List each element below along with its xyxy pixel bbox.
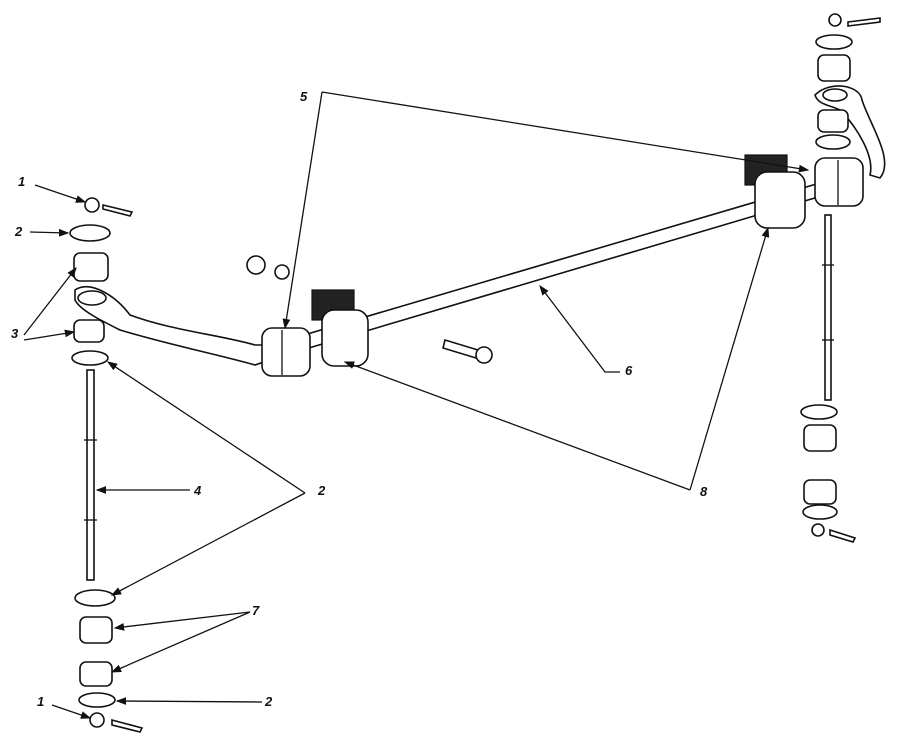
left-link-rod	[84, 369, 97, 581]
label-1-bottom: 1	[37, 694, 45, 709]
label-2-top: 2	[15, 224, 23, 239]
label-8: 8	[700, 484, 708, 499]
bushing-left-outer	[261, 327, 311, 377]
label-7: 7	[252, 603, 260, 618]
right-link-rod	[822, 214, 834, 401]
label-6: 6	[625, 363, 633, 378]
bushing-left-clamp	[311, 289, 369, 367]
label-2-bottom: 2	[265, 694, 273, 709]
right-top-stack	[815, 13, 881, 150]
label-5: 5	[300, 89, 308, 104]
label-2-middle: 2	[318, 483, 326, 498]
bolt	[442, 338, 493, 364]
leader-lines	[23, 91, 810, 719]
nuts	[246, 255, 290, 280]
bushing-right-clamp	[744, 154, 806, 229]
label-4: 4	[194, 483, 202, 498]
left-top-stack	[69, 197, 134, 366]
label-1-top: 1	[18, 174, 26, 189]
right-bottom-stack	[800, 404, 857, 543]
left-bottom-stack	[74, 589, 144, 733]
bushing-right-outer	[814, 157, 864, 207]
label-3: 3	[11, 326, 19, 341]
stabilizer-bar	[74, 85, 886, 366]
